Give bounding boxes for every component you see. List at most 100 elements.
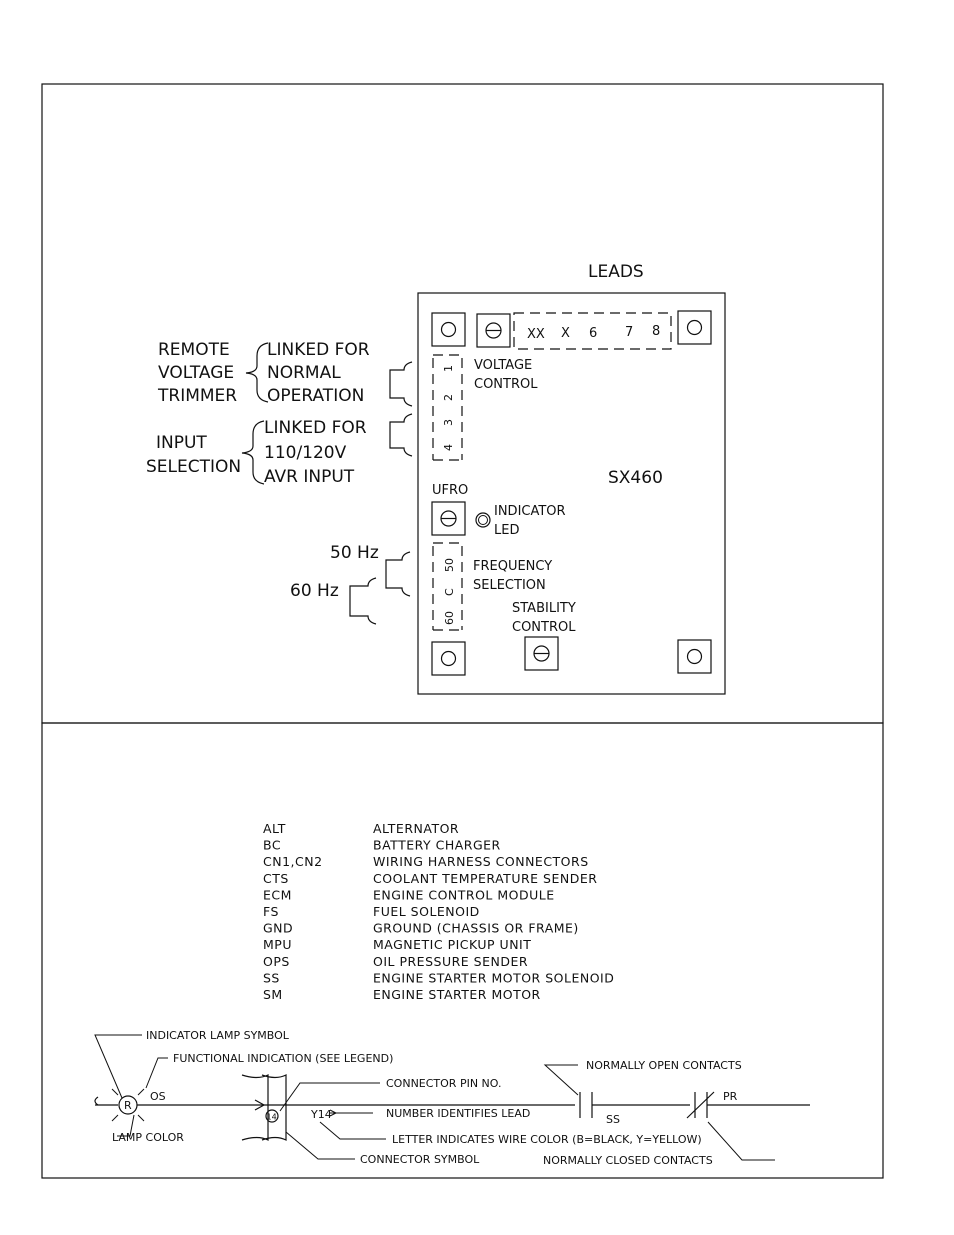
model-label: SX460	[608, 468, 663, 488]
leads-terminal-block	[513, 312, 672, 350]
legend-desc: ENGINE STARTER MOTOR	[373, 987, 541, 1002]
leader-lamp-color	[117, 1114, 135, 1137]
hz60-label: 60 Hz	[290, 581, 339, 601]
legend-desc: ENGINE STARTER MOTOR SOLENOID	[373, 970, 614, 985]
legend-desc: ALTERNATOR	[373, 821, 459, 836]
symbol-key: R OS 14 Y14 SS PR INDICATOR LAMP SYMBOL	[94, 1029, 810, 1167]
stability-control-pot	[524, 636, 559, 671]
freq-pin-60: 60	[443, 611, 456, 625]
legend-desc: FUEL SOLENOID	[373, 904, 480, 919]
lead-label: Y14	[310, 1108, 332, 1121]
terminal-6: 6	[589, 326, 597, 341]
freq-pin-50: 50	[443, 558, 456, 572]
legend-abbr: OPS	[263, 954, 290, 969]
input-label: INPUT	[156, 433, 207, 453]
mounting-hole-top-left	[431, 312, 466, 347]
remote-label: REMOTE	[158, 340, 230, 360]
wire-break	[94, 1096, 99, 1106]
leader-normally-open	[543, 1064, 579, 1096]
number-identifies-lead-label: NUMBER IDENTIFIES LEAD	[386, 1107, 530, 1120]
connector-pin-label: CONNECTOR PIN NO.	[386, 1077, 501, 1090]
legend-desc: MAGNETIC PICKUP UNIT	[373, 937, 531, 952]
legend-desc: ENGINE CONTROL MODULE	[373, 887, 555, 902]
selection-label: SELECTION	[146, 457, 241, 477]
leader-normally-closed	[707, 1121, 775, 1161]
legend-abbr: GND	[263, 921, 293, 936]
terminal-xx: XX	[527, 327, 545, 342]
mounting-hole-bottom-right	[677, 639, 712, 674]
trimmer-label: TRIMMER	[157, 386, 237, 406]
nc-contact-slash	[686, 1091, 715, 1119]
normally-open-label: NORMALLY OPEN CONTACTS	[586, 1059, 742, 1072]
brace-input	[241, 420, 265, 485]
voltage-label: VOLTAGE	[158, 363, 234, 383]
ufro-pot	[431, 501, 466, 536]
connector-arrow	[254, 1099, 266, 1111]
legend-desc: BATTERY CHARGER	[373, 838, 501, 853]
legend-desc: WIRING HARNESS CONNECTORS	[373, 854, 589, 869]
hz50-label: 50 Hz	[330, 543, 379, 563]
avr-board-outline	[417, 292, 726, 695]
link-pin-4: 4	[442, 444, 455, 451]
mounting-hole-top-right	[677, 310, 712, 345]
connector-housing-left	[241, 1074, 269, 1141]
pin-number: 14	[267, 1113, 277, 1122]
connector-housing-right	[261, 1074, 287, 1141]
indicator-lamp-symbol-label: INDICATOR LAMP SYMBOL	[146, 1029, 290, 1042]
linked-for-label-1: LINKED FOR	[267, 340, 370, 360]
wire-color-label: LETTER INDICATES WIRE COLOR (B=BLACK, Y=…	[392, 1133, 702, 1146]
frequency-note: 50 Hz 60 Hz	[290, 543, 411, 625]
link-wire-3-4	[389, 413, 413, 457]
legend-abbr: FS	[263, 904, 279, 919]
lamp-color-label: LAMP COLOR	[112, 1131, 184, 1144]
link-pin-2: 2	[442, 394, 455, 401]
connector-pin-circle	[265, 1109, 279, 1123]
leader-functional-indication	[145, 1057, 168, 1089]
link-wire-60hz	[349, 577, 377, 625]
mounting-hole-bottom-left	[431, 641, 466, 676]
leader-indicator-lamp	[94, 1034, 142, 1099]
pr-label: PR	[723, 1090, 738, 1103]
frequency-selection-label-2: SELECTION	[473, 578, 546, 593]
input-selection-note: INPUT SELECTION LINKED FOR 110/120V AVR …	[146, 413, 413, 487]
operation-label: OPERATION	[267, 386, 364, 406]
link-wire-50hz	[385, 551, 411, 597]
brace-normal	[245, 342, 269, 403]
link-pin-3: 3	[442, 419, 455, 426]
indicator-led-label-2: LED	[494, 523, 519, 538]
leads-title: LEADS	[588, 262, 644, 282]
voltage-control-label-2: CONTROL	[474, 377, 538, 392]
indicator-led-label-1: INDICATOR	[494, 504, 566, 519]
leader-connector-symbol	[285, 1131, 355, 1160]
leader-connector-pin	[279, 1082, 380, 1112]
ss-label: SS	[606, 1113, 620, 1126]
voltage-control-label-1: VOLTAGE	[474, 358, 532, 373]
legend-desc: COOLANT TEMPERATURE SENDER	[373, 871, 597, 886]
legend-abbr: MPU	[263, 937, 292, 952]
normal-label: NORMAL	[267, 363, 341, 383]
frequency-link-block	[432, 542, 463, 631]
legend-desc: GROUND (CHASSIS OR FRAME)	[373, 921, 579, 936]
terminal-7: 7	[625, 325, 633, 340]
link-pin-1: 1	[442, 365, 455, 372]
ufro-label: UFRO	[432, 483, 468, 498]
normally-closed-label: NORMALLY CLOSED CONTACTS	[543, 1154, 713, 1167]
link-block-1-4	[432, 354, 463, 461]
legend-abbr: SS	[263, 970, 280, 985]
voltage-110-label: 110/120V	[264, 443, 347, 463]
legend-abbr: SM	[263, 987, 283, 1002]
stability-control-label-1: STABILITY	[512, 601, 576, 616]
remote-voltage-trimmer-note: REMOTE VOLTAGE TRIMMER LINKED FOR NORMAL…	[157, 340, 413, 407]
legend-abbr: ECM	[263, 887, 292, 902]
link-wire-1-2	[389, 361, 413, 407]
stability-control-label-2: CONTROL	[512, 620, 576, 635]
terminal-8: 8	[652, 324, 660, 339]
avr-board: LEADS XX X 6 7 8 VOLTAGE CONTROL	[417, 262, 726, 695]
lower-panel-frame	[41, 722, 884, 1179]
legend-abbr: CTS	[263, 871, 289, 886]
lamp-letter: R	[124, 1099, 132, 1112]
legend-abbr: CN1,CN2	[263, 854, 323, 869]
legend-abbr: BC	[263, 838, 281, 853]
